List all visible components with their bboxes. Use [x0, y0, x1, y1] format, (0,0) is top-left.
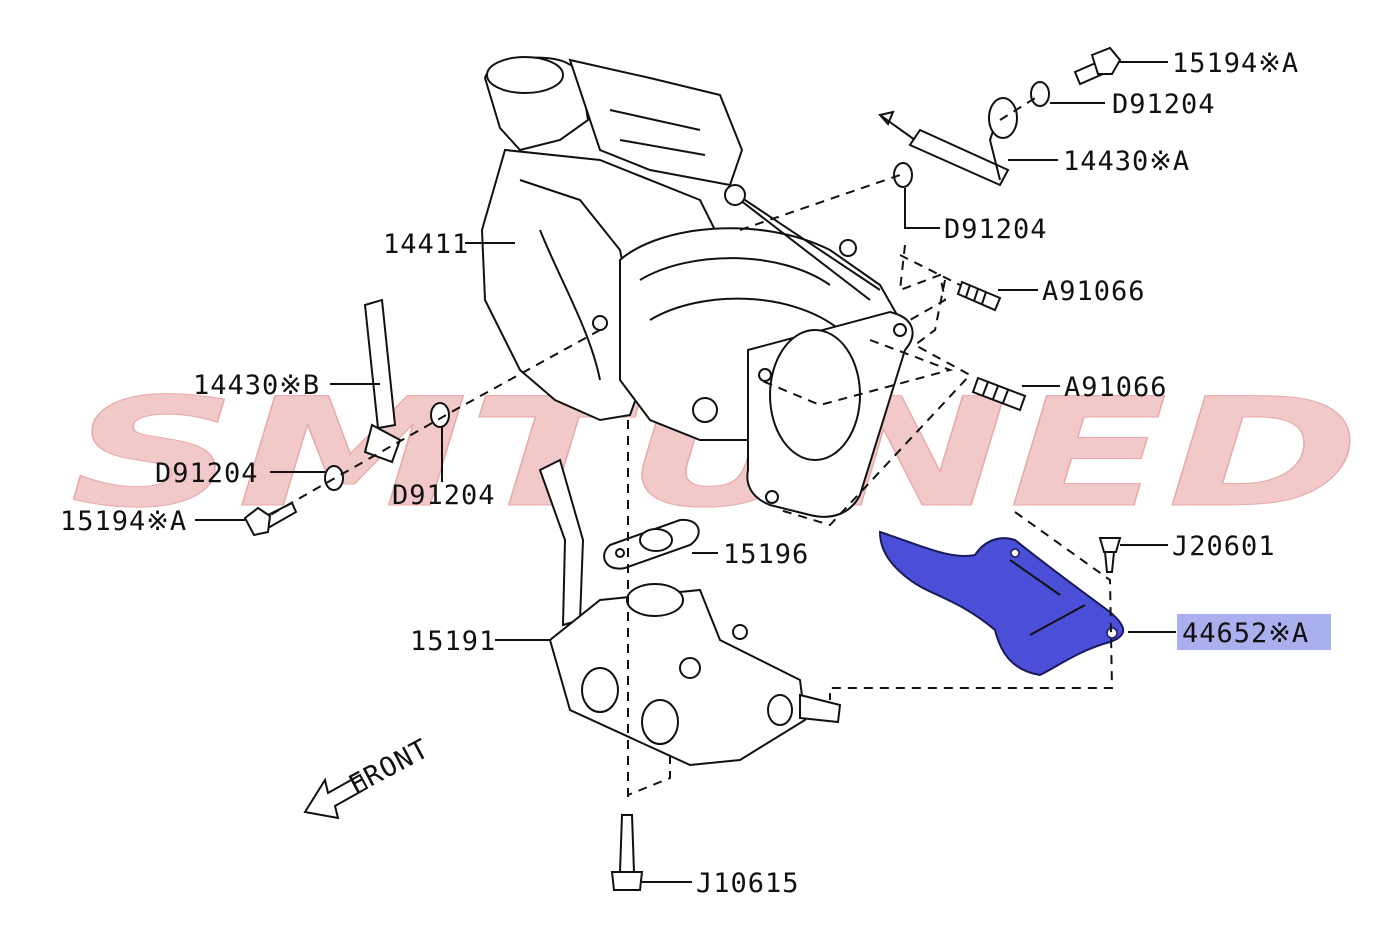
leader-lines — [195, 61, 1176, 883]
callout-d91204-top: D91204 — [1112, 89, 1216, 120]
oil-pipe-14430B — [243, 298, 450, 537]
callout-15194a-left: 15194※A — [60, 506, 187, 537]
front-arrow-icon — [303, 773, 369, 820]
callout-d91204-mid: D91204 — [944, 214, 1048, 245]
exhaust-pipe-15191 — [538, 458, 842, 767]
callout-j20601: J20601 — [1172, 531, 1276, 562]
callout-j10615: J10615 — [696, 868, 800, 899]
assembly-dashed-lines — [264, 94, 1114, 800]
turbocharger-14411 — [480, 56, 914, 518]
callout-labels: 15194※A D91204 14430※A D91204 14411 A910… — [60, 48, 1331, 899]
front-label: FRONT — [344, 733, 435, 801]
callout-44652a: 44652※A — [1182, 618, 1309, 649]
oil-pipe-14430A — [878, 46, 1122, 188]
callout-d91204-left: D91204 — [155, 458, 259, 489]
front-indicator: FRONT — [303, 733, 435, 820]
bolt-j10615 — [610, 814, 644, 891]
stud-bolts-a91066 — [956, 280, 1027, 412]
callout-d91204-lower: D91204 — [392, 480, 496, 511]
callout-a91066-upper: A91066 — [1042, 276, 1146, 307]
callout-15191: 15191 — [410, 626, 496, 657]
heat-shield-highlighted — [878, 530, 1125, 677]
callout-15194a-top: 15194※A — [1172, 48, 1299, 79]
callout-44652a-highlight — [1177, 614, 1331, 650]
callout-15196: 15196 — [723, 539, 809, 570]
bolt-j20601 — [1098, 537, 1122, 573]
callout-14430a: 14430※A — [1063, 146, 1190, 177]
heat-shield-44652A — [878, 530, 1125, 677]
callout-14430b: 14430※B — [193, 370, 320, 401]
callout-a91066-lower: A91066 — [1064, 372, 1168, 403]
callout-14411: 14411 — [383, 229, 469, 260]
